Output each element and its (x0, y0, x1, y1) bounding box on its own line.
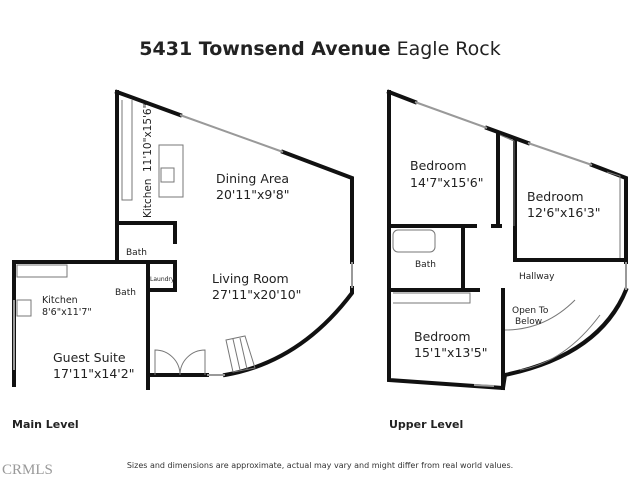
main-level-label: Main Level (12, 418, 79, 431)
room-dims-bedroom1: 14'7"x15'6" (410, 175, 484, 190)
upper-windows (414, 101, 627, 387)
room-label-bedroom1: Bedroom (410, 158, 467, 173)
room-dims-kitchen-suite: 8'6"x11'7" (42, 307, 92, 318)
bathtub-icon (392, 229, 436, 253)
upper-level-plan: Bedroom 14'7"x15'6" Bedroom 12'6"x16'3" … (386, 89, 629, 391)
room-label-laundry: Laundry (150, 276, 175, 283)
upper-interior-walls (387, 133, 628, 390)
stairs-icon (504, 299, 601, 371)
watermark-logo: CRMLS (2, 462, 53, 478)
room-label-living: Living Room (212, 271, 289, 286)
room-dims-dining: 20'11"x9'8" (216, 187, 290, 202)
disclaimer: Sizes and dimensions are approximate, ac… (126, 461, 514, 470)
stairs-icon (225, 335, 256, 373)
room-label-kitchen-suite: Kitchen (42, 295, 78, 306)
room-label-hallway: Hallway (519, 272, 555, 282)
closet (393, 134, 621, 304)
upper-outer-wall (386, 89, 629, 391)
page-title: 5431 Townsend Avenue Eagle Rock (0, 38, 640, 60)
room-dims-guest-suite: 17'11"x14'2" (53, 366, 134, 381)
room-label-upper-bath: Bath (415, 260, 436, 270)
room-label-dining: Dining Area (216, 171, 289, 186)
kitchen-counter (121, 100, 133, 201)
stove-icon (160, 167, 175, 183)
room-dims-bedroom3: 15'1"x13'5" (414, 345, 488, 360)
room-label-bedroom2: Bedroom (527, 189, 584, 204)
room-label-guest-suite: Guest Suite (53, 350, 126, 365)
kitchen-island (158, 144, 184, 198)
room-dims-living: 27'11"x20'10" (212, 287, 301, 302)
main-windows (13, 114, 353, 376)
room-label-kitchen-main: Kitchen (142, 179, 154, 218)
room-label-bath-upper: Bath (126, 248, 147, 258)
room-label-open-to-below-2: Below (515, 317, 542, 327)
suite-stove-icon (16, 299, 32, 317)
title-address: 5431 Townsend Avenue (139, 38, 391, 60)
title-area: Eagle Rock (396, 38, 501, 60)
upper-level-label: Upper Level (389, 418, 464, 431)
main-interior-walls (116, 221, 177, 292)
room-dims-kitchen-main: 11'10"x15'6" (142, 104, 154, 172)
room-label-open-to-below-1: Open To (512, 306, 549, 316)
room-dims-bedroom2: 12'6"x16'3" (527, 205, 601, 220)
room-label-bath-lower: Bath (115, 288, 136, 298)
main-outer-wall (12, 89, 354, 390)
suite-counter (16, 264, 68, 278)
main-level-plan: Kitchen 11'10"x15'6" Dining Area 20'11"x… (12, 89, 354, 390)
room-label-bedroom3: Bedroom (414, 329, 471, 344)
door-swing (154, 349, 206, 376)
